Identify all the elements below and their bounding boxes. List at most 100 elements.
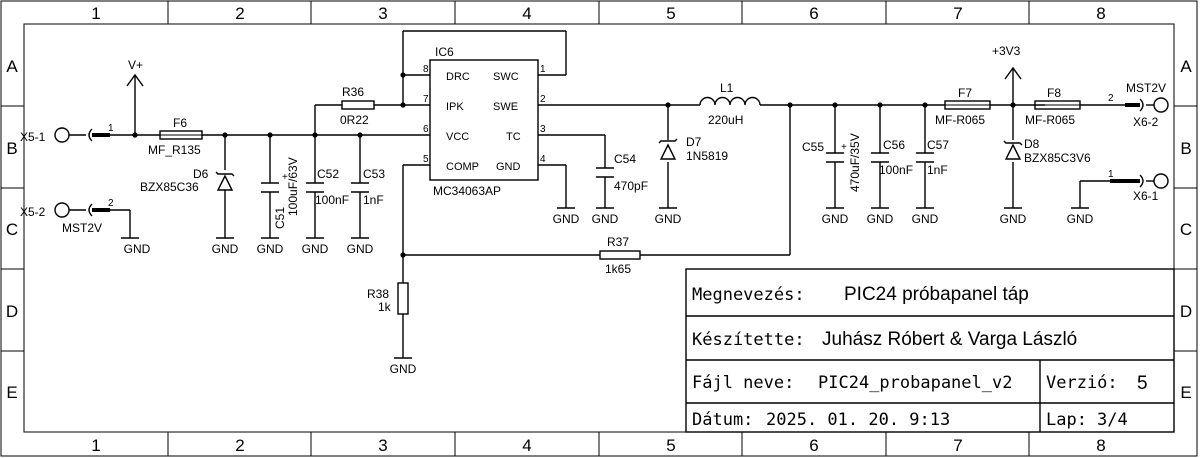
col-top-2: 2 <box>235 4 244 23</box>
gnd-label: GND <box>867 212 894 226</box>
author-label: Készítette: <box>692 330 805 350</box>
row-right-d: D <box>1180 302 1192 321</box>
svg-text:100uF/63V: 100uF/63V <box>286 157 300 216</box>
gnd-label: GND <box>124 242 151 256</box>
connector-x5-2: X5-2 2 MST2V <box>20 198 114 235</box>
name-label: Megnevezés: <box>692 285 805 305</box>
svg-text:0R22: 0R22 <box>340 113 369 127</box>
col-bottom-5: 5 <box>666 436 675 455</box>
svg-text:C57: C57 <box>927 138 949 152</box>
svg-text:1k: 1k <box>378 300 392 314</box>
row-left-d: D <box>6 302 18 321</box>
svg-text:C51: C51 <box>273 207 287 229</box>
row-right-e: E <box>1180 383 1191 402</box>
file-value: PIC24_probapanel_v2 <box>818 373 1012 393</box>
v3v3-symbol: +3V3 <box>992 44 1022 80</box>
svg-text:C56: C56 <box>883 138 905 152</box>
svg-text:7: 7 <box>423 94 429 105</box>
svg-text:470uF/35V: 470uF/35V <box>848 133 862 192</box>
svg-text:3: 3 <box>540 124 546 135</box>
svg-text:5: 5 <box>423 154 429 165</box>
resistor-r37: R37 1k65 <box>599 235 641 276</box>
col-bottom-8: 8 <box>1096 436 1105 455</box>
col-bottom-7: 7 <box>953 436 962 455</box>
fuse-f6: F6 MF_R135 <box>148 116 206 157</box>
ic-pin-drc: DRC <box>446 71 470 83</box>
col-top-8: 8 <box>1096 4 1105 23</box>
svg-text:+3V3: +3V3 <box>992 44 1021 58</box>
svg-text:BZX85C36: BZX85C36 <box>140 180 199 194</box>
version-value: 5 <box>1137 373 1148 394</box>
gnd-label: GND <box>1000 212 1027 226</box>
svg-text:2: 2 <box>108 198 114 209</box>
svg-text:C54: C54 <box>614 152 636 166</box>
svg-text:MF-R065: MF-R065 <box>1025 113 1075 127</box>
col-top-3: 3 <box>378 4 387 23</box>
gnd-label: GND <box>257 242 284 256</box>
svg-text:4: 4 <box>540 154 546 165</box>
cap-c54: C54 470pF <box>596 152 648 193</box>
zener-d8: D8 BZX85C3V6 <box>1003 137 1091 165</box>
svg-text:X5-1: X5-1 <box>20 130 46 144</box>
svg-text:100nF: 100nF <box>315 193 349 207</box>
date-value: 2025. 01. 20. 9:13 <box>766 410 950 430</box>
svg-text:1nF: 1nF <box>927 163 948 177</box>
col-bottom-4: 4 <box>522 436 531 455</box>
sheet-label: Lap: <box>1046 410 1087 430</box>
svg-text:X6-1: X6-1 <box>1133 189 1159 203</box>
svg-text:100nF: 100nF <box>879 163 913 177</box>
junctions <box>132 72 1016 258</box>
connector-x6-1: 1 X6-1 <box>1108 169 1169 203</box>
ic-pin-comp: COMP <box>446 161 479 173</box>
gnd-symbols: GND GND GND GND GND GND GND GND GND GND … <box>121 207 1094 376</box>
svg-text:1k65: 1k65 <box>605 262 631 276</box>
svg-text:6: 6 <box>423 124 429 135</box>
svg-text:MST2V: MST2V <box>1126 81 1166 95</box>
col-top-4: 4 <box>522 4 531 23</box>
col-bottom-3: 3 <box>378 436 387 455</box>
row-right-a: A <box>1180 57 1192 76</box>
cap-c53: C53 1nF <box>351 167 385 207</box>
gnd-label: GND <box>1067 212 1094 226</box>
svg-text:F8: F8 <box>1047 86 1061 100</box>
svg-text:L1: L1 <box>720 81 734 95</box>
gnd-label: GND <box>212 242 239 256</box>
svg-text:1N5819: 1N5819 <box>686 149 728 163</box>
svg-text:1: 1 <box>1108 169 1114 180</box>
svg-text:+: + <box>282 172 288 183</box>
ic-pin-gnd: GND <box>496 161 521 173</box>
name-value: PIC24 próbapanel táp <box>844 284 1029 305</box>
svg-text:2: 2 <box>540 94 546 105</box>
row-right-b: B <box>1180 139 1191 158</box>
svg-text:X5-2: X5-2 <box>20 205 46 219</box>
gnd-label: GND <box>592 212 619 226</box>
row-left-b: B <box>6 139 17 158</box>
gnd-label: GND <box>390 362 417 376</box>
connector-x5-1: X5-1 1 <box>20 123 114 144</box>
row-left-e: E <box>6 383 17 402</box>
row-left-c: C <box>6 220 18 239</box>
svg-text:V+: V+ <box>128 58 143 72</box>
row-right-c: C <box>1180 220 1192 239</box>
col-top-1: 1 <box>91 4 100 23</box>
col-top-5: 5 <box>666 4 675 23</box>
svg-text:X6-2: X6-2 <box>1133 115 1159 129</box>
svg-text:F6: F6 <box>173 116 187 130</box>
svg-text:1: 1 <box>540 64 546 75</box>
svg-text:220uH: 220uH <box>708 113 743 127</box>
ic-pin-vcc: VCC <box>446 131 469 143</box>
svg-text:F7: F7 <box>958 86 972 100</box>
author-value: Juhász Róbert & Varga László <box>822 329 1077 350</box>
resistor-r38: R38 1k <box>367 282 409 315</box>
svg-text:MF_R135: MF_R135 <box>148 143 201 157</box>
col-bottom-1: 1 <box>91 436 100 455</box>
svg-text:470pF: 470pF <box>614 179 648 193</box>
svg-text:BZX85C3V6: BZX85C3V6 <box>1024 151 1091 165</box>
resistor-r36: R36 0R22 <box>340 85 375 127</box>
sheet-value: 3/4 <box>1097 410 1128 430</box>
ic-pin-swc: SWC <box>493 71 519 83</box>
col-bottom-2: 2 <box>235 436 244 455</box>
svg-text:R36: R36 <box>342 85 364 99</box>
gnd-label: GND <box>912 212 939 226</box>
